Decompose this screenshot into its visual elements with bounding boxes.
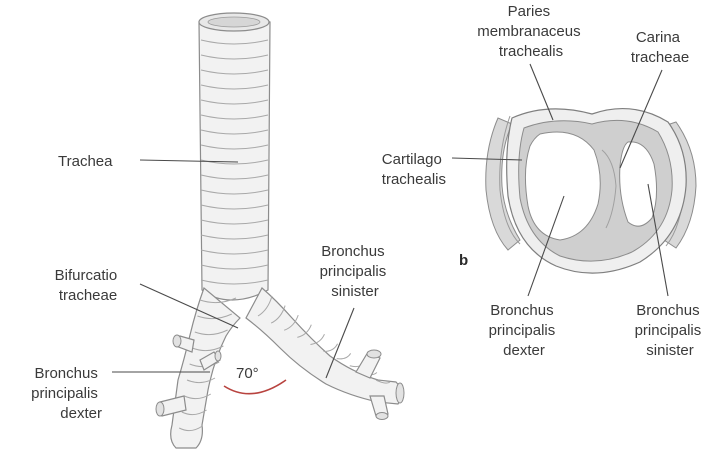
- angle-label: 70°: [236, 365, 259, 382]
- label-carina: Carina tracheae: [631, 29, 689, 66]
- figure-a: 70° Trachea Bifurcatio tracheae Bronchus…: [31, 13, 404, 448]
- label-bifurcatio: Bifurcatio tracheae: [55, 267, 122, 304]
- label-bronchus-dexter-a: Bronchus principalis dexter: [31, 365, 102, 422]
- panel-letter-b: b: [459, 252, 468, 269]
- angle-arc: [224, 380, 286, 394]
- bronchus-ring: [324, 344, 338, 352]
- bronchus-ring: [337, 353, 351, 359]
- label-bronchus-sinister-a: Bronchus principalis sinister: [320, 243, 391, 300]
- bronchus-sinister-shape: [246, 288, 402, 404]
- label-bronchus-dexter-b: Bronchus principalis dexter: [489, 302, 560, 359]
- figure-b: b Paries membranaceus trachealis Carina …: [382, 3, 706, 359]
- label-cartilago: Cartilago trachealis: [382, 151, 446, 188]
- label-paries: Paries membranaceus trachealis: [477, 3, 585, 60]
- label-trachea: Trachea: [58, 153, 113, 170]
- label-bronchus-sinister-b: Bronchus principalis sinister: [635, 302, 706, 359]
